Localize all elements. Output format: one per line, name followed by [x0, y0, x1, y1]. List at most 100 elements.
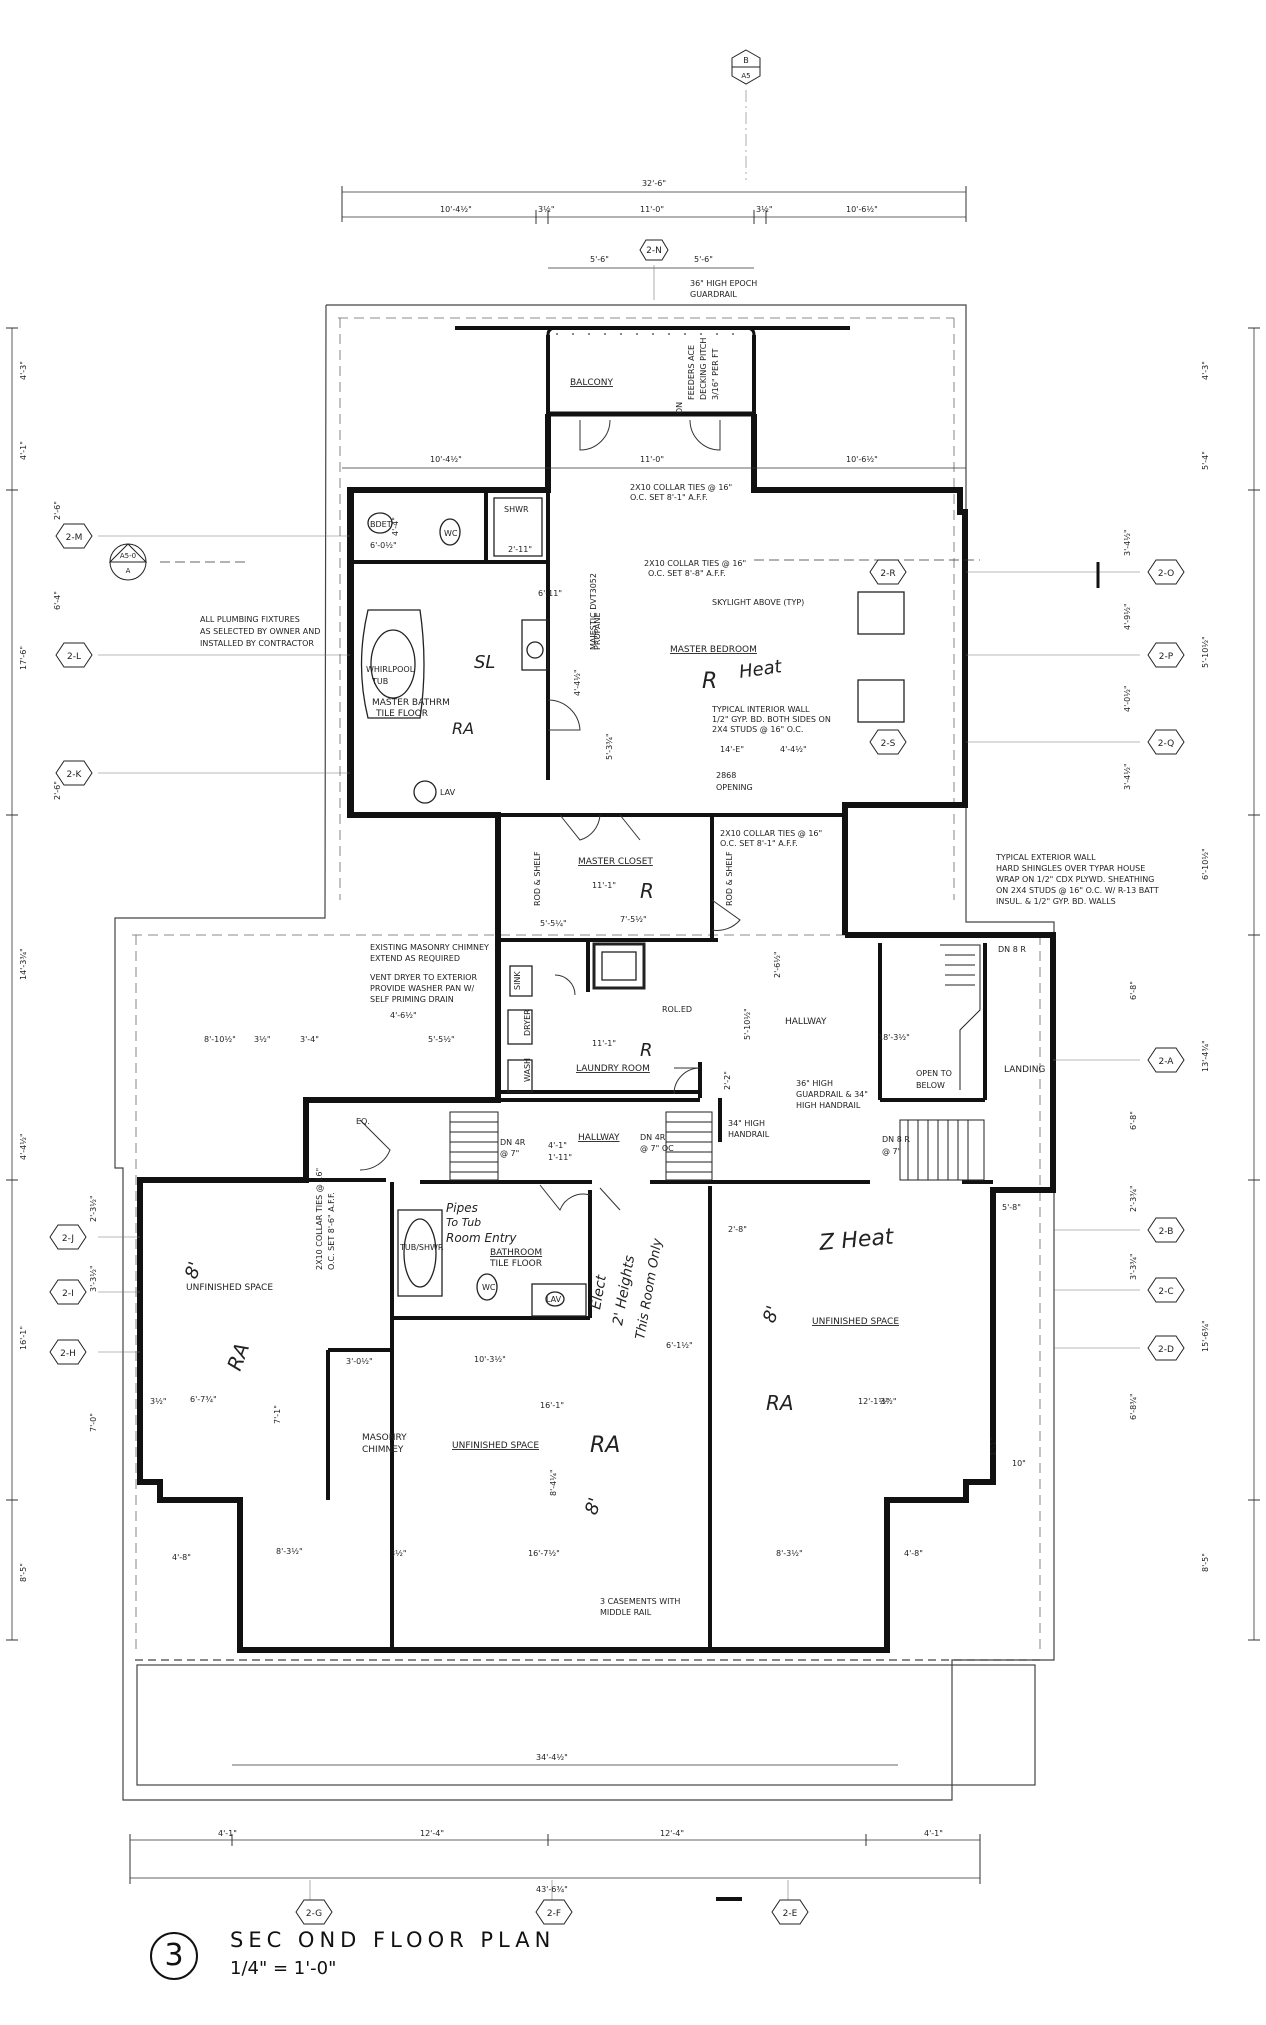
svg-text:WRAP ON 1/2" CDX PLYWD. SHEATH: WRAP ON 1/2" CDX PLYWD. SHEATHING	[996, 875, 1154, 884]
whirlpool-tub	[360, 609, 425, 719]
svg-text:1'-1": 1'-1"	[989, 1437, 998, 1456]
svg-text:2'-3¾": 2'-3¾"	[1129, 1185, 1138, 1212]
fixture-labels: SHWR WC BDET WHIRLPOOL TUB LAV SINK DRYE…	[356, 402, 1026, 1304]
svg-text:10'-4½": 10'-4½"	[430, 455, 462, 464]
svg-text:HANDRAIL: HANDRAIL	[728, 1130, 770, 1139]
grid-marker-2I: 2-I	[49, 1279, 87, 1305]
svg-text:@ 7": @ 7"	[882, 1147, 901, 1156]
grid-marker-2L: 2-L	[55, 642, 93, 668]
wc-fixture	[439, 518, 461, 546]
svg-text:2-S: 2-S	[881, 739, 896, 749]
svg-text:34'-4½": 34'-4½"	[536, 1753, 568, 1762]
svg-text:4'-6½": 4'-6½"	[390, 1011, 417, 1020]
svg-text:WC: WC	[444, 529, 458, 538]
grid-marker-2O: 2-O	[1147, 559, 1185, 585]
svg-text:GUARDRAIL: GUARDRAIL	[690, 290, 737, 299]
svg-text:SINK: SINK	[513, 971, 522, 990]
svg-text:6'-0½": 6'-0½"	[370, 541, 397, 550]
svg-text:2X10 COLLAR TIES @ 16": 2X10 COLLAR TIES @ 16"	[720, 829, 822, 838]
svg-text:Z Heat: Z Heat	[817, 1224, 896, 1256]
svg-text:4'-8": 4'-8"	[172, 1553, 191, 1562]
lav-cabinet	[531, 1283, 587, 1317]
svg-text:3½": 3½"	[756, 205, 773, 214]
svg-text:R: R	[702, 669, 717, 694]
svg-text:O.C. SET 8'-6" A.F.F.: O.C. SET 8'-6" A.F.F.	[327, 1192, 336, 1270]
plan-title: SEC OND FLOOR PLAN	[230, 1928, 556, 1952]
svg-text:2-C: 2-C	[1158, 1287, 1173, 1297]
balcony	[455, 326, 850, 417]
svg-text:B: B	[743, 56, 749, 65]
svg-text:4'-3": 4'-3"	[1201, 361, 1210, 380]
svg-text:10'-6½": 10'-6½"	[846, 205, 878, 214]
svg-text:RA: RA	[452, 719, 474, 738]
svg-text:2-I: 2-I	[62, 1289, 74, 1299]
room-bathroom-floor: TILE FLOOR	[489, 1259, 542, 1269]
room-master-bath: MASTER BATHRM	[372, 698, 450, 708]
skylight-2	[857, 679, 905, 723]
shower-fixture	[493, 497, 543, 557]
svg-text:2X10 COLLAR TIES @ 16": 2X10 COLLAR TIES @ 16"	[644, 559, 746, 568]
svg-text:A5-0: A5-0	[120, 552, 136, 560]
svg-text:5'-5½": 5'-5½"	[428, 1035, 455, 1044]
washer-fixture	[507, 1059, 533, 1093]
svg-text:R: R	[640, 1040, 653, 1061]
room-landing: LANDING	[1004, 1065, 1045, 1075]
svg-text:17'-6": 17'-6"	[19, 646, 28, 670]
svg-text:8'-5": 8'-5"	[19, 1563, 28, 1582]
plan-title-block: SEC OND FLOOR PLAN 1/4" = 1'-0"	[230, 1928, 555, 1979]
svg-text:@ 7": @ 7"	[500, 1149, 519, 1158]
dimension-lines	[11, 191, 1255, 1879]
room-labels: BALCONY MASTER BATHRM TILE FLOOR MASTER …	[186, 378, 1045, 1455]
svg-text:4'-4½": 4'-4½"	[780, 745, 807, 754]
grid-marker-2A: 2-A	[1147, 1047, 1185, 1073]
svg-text:RA: RA	[590, 1433, 620, 1458]
svg-text:6'-8": 6'-8"	[1129, 1111, 1138, 1130]
svg-text:6'-1½": 6'-1½"	[666, 1341, 693, 1350]
handwritten-annotations: SL R Heat R R Pipes To Tub Room Entry El…	[181, 652, 896, 1518]
svg-text:O.C. SET 8'-1" A.F.F.: O.C. SET 8'-1" A.F.F.	[720, 839, 798, 848]
svg-text:6'-11": 6'-11"	[538, 589, 562, 598]
grid-marker-2B: 2-B	[1147, 1217, 1185, 1243]
svg-text:3/16" PER FT: 3/16" PER FT	[711, 348, 720, 400]
svg-text:7'-1": 7'-1"	[273, 1405, 282, 1424]
svg-text:To Tub: To Tub	[446, 1216, 481, 1229]
svg-text:2868: 2868	[716, 771, 736, 780]
svg-text:8': 8'	[581, 1495, 606, 1518]
svg-text:2'-11": 2'-11"	[508, 545, 532, 554]
svg-text:1/2" GYP. BD. BOTH SIDES ON: 1/2" GYP. BD. BOTH SIDES ON	[712, 715, 831, 724]
svg-text:2-B: 2-B	[1159, 1227, 1174, 1237]
svg-text:RA: RA	[766, 1391, 794, 1415]
svg-text:36" HIGH: 36" HIGH	[796, 1079, 833, 1088]
svg-text:R: R	[640, 879, 654, 903]
svg-text:5'-4": 5'-4"	[1201, 451, 1210, 470]
svg-text:INSUL. & 1/2" GYP. BD. WALLS: INSUL. & 1/2" GYP. BD. WALLS	[996, 897, 1116, 906]
svg-text:6'-7¾": 6'-7¾"	[190, 1395, 217, 1404]
svg-text:SELF PRIMING DRAIN: SELF PRIMING DRAIN	[370, 995, 454, 1004]
roof-outline	[114, 304, 1055, 1801]
svg-text:ON 2X4 STUDS @ 16" O.C. W/ R-1: ON 2X4 STUDS @ 16" O.C. W/ R-13 BATT	[996, 886, 1159, 895]
svg-text:34" HIGH: 34" HIGH	[728, 1119, 765, 1128]
svg-text:2-A: 2-A	[1159, 1057, 1175, 1067]
svg-text:MIDDLE RAIL: MIDDLE RAIL	[600, 1608, 652, 1617]
svg-text:2X10 COLLAR TIES @ 16": 2X10 COLLAR TIES @ 16"	[315, 1168, 324, 1270]
svg-text:OPEN TO: OPEN TO	[916, 1069, 952, 1078]
svg-text:43'-6¾": 43'-6¾"	[536, 1885, 568, 1894]
svg-text:TUB: TUB	[371, 677, 388, 686]
room-masonry-chimney: MASONRY	[362, 1433, 407, 1443]
svg-text:3½": 3½"	[254, 1035, 271, 1044]
svg-text:2-K: 2-K	[67, 770, 83, 780]
svg-text:2-J: 2-J	[62, 1234, 74, 1244]
svg-text:DN 4R: DN 4R	[500, 1138, 526, 1147]
section-reference-marker: A5-0 A	[108, 543, 1100, 588]
svg-text:LAV: LAV	[440, 788, 456, 797]
plan-scale: 1/4" = 1'-0"	[230, 1958, 337, 1979]
svg-text:10'-4½": 10'-4½"	[440, 205, 472, 214]
svg-text:16'-1": 16'-1"	[540, 1401, 564, 1410]
svg-text:4'-1": 4'-1"	[218, 1829, 237, 1838]
svg-text:GUARDRAIL & 34": GUARDRAIL & 34"	[796, 1090, 868, 1099]
svg-text:2-F: 2-F	[547, 1909, 561, 1919]
stairs	[449, 944, 985, 1181]
svg-text:8': 8'	[181, 1259, 206, 1282]
svg-text:2-G: 2-G	[306, 1909, 322, 1919]
svg-text:DN: DN	[675, 402, 684, 414]
